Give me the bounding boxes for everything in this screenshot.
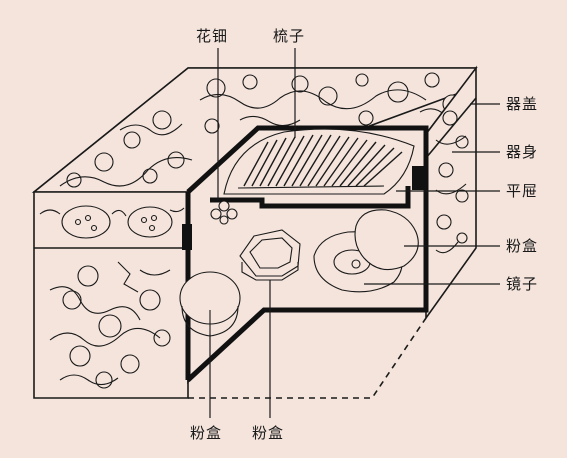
powder-box-lid-right — [354, 209, 419, 271]
label-lid: 器盖 — [506, 95, 539, 113]
octagonal-powder-box — [239, 229, 301, 281]
label-comb: 梳子 — [273, 27, 306, 45]
label-powder-box-bottom-right: 粉盒 — [252, 424, 285, 442]
front-lid-band-ornament — [39, 205, 185, 239]
flower-knob — [210, 200, 238, 225]
lid-floral-ornament — [59, 72, 462, 188]
label-body: 器身 — [506, 143, 539, 161]
comb — [223, 128, 415, 195]
tray-outline — [186, 125, 429, 382]
label-tray: 平屉 — [506, 182, 539, 200]
leader-lines — [209, 48, 500, 418]
front-body-floral-ornament — [49, 261, 171, 389]
label-flower-knob: 花钿 — [196, 27, 229, 45]
right-side-ornament — [435, 110, 469, 254]
tray-step — [210, 186, 411, 209]
round-powder-box-left — [179, 271, 241, 337]
label-powder-box-bottom-left: 粉盒 — [190, 424, 223, 442]
label-mirror: 镜子 — [506, 275, 539, 293]
label-powder-box-right: 粉盒 — [506, 237, 539, 255]
tray-clip-front — [182, 224, 192, 250]
tray-clip-back — [412, 166, 424, 190]
lid-body-seam-side — [425, 97, 477, 159]
